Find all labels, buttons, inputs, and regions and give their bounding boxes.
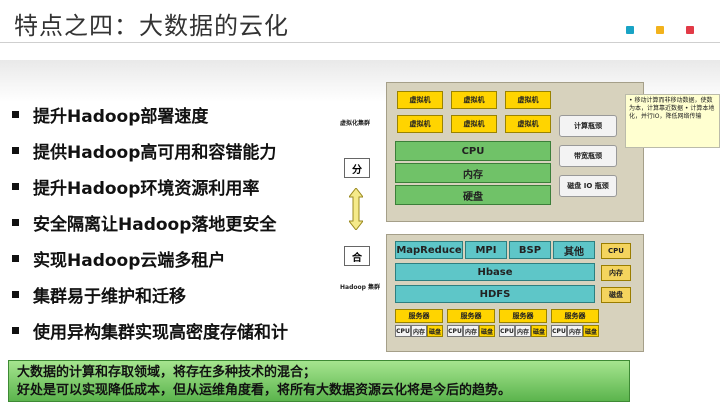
disk-layer: 硬盘: [395, 185, 551, 205]
bullet-item: 提升Hadoop环境资源利用率: [12, 168, 342, 204]
hadoop-cluster-label: Hadoop 集群: [340, 284, 380, 291]
vm-box: 虚拟机: [451, 115, 497, 133]
bullet-text: 安全隔离让Hadoop落地更安全: [33, 214, 277, 235]
server-disk: 磁盘: [479, 325, 495, 337]
server-disk: 磁盘: [531, 325, 547, 337]
bullet-item: 集群易于维护和迁移: [12, 276, 342, 312]
resource-memory-tag: 内存: [601, 265, 631, 281]
summary-line-1: 大数据的计算和存取领域，将存在多种技术的混合；: [17, 365, 317, 380]
bullet-text: 提升Hadoop环境资源利用率: [33, 178, 260, 199]
vm-box: 虚拟机: [451, 91, 497, 109]
server-memory: 内存: [567, 325, 583, 337]
virt-cluster-box: 虚拟机 虚拟机 虚拟机 虚拟机 虚拟机 虚拟机 CPU 内存 硬盘 计算瓶颈 带…: [386, 82, 644, 222]
vm-box: 虚拟机: [397, 91, 443, 109]
server-disk: 磁盘: [427, 325, 443, 337]
bullet-text: 集群易于维护和迁移: [33, 286, 186, 307]
hadoop-cluster-box: MapReduce MPI BSP 其他 Hbase HDFS CPU 内存 磁…: [386, 234, 644, 352]
virt-cluster-label: 虚拟化集群: [340, 120, 371, 127]
resource-cpu-tag: CPU: [601, 243, 631, 259]
bullet-item: 提升Hadoop部署速度: [12, 96, 342, 132]
bullet-item: 使用异构集群实现高密度存储和计: [12, 312, 342, 348]
server-cpu: CPU: [499, 325, 515, 337]
framework-bsp: BSP: [509, 241, 551, 259]
decor-dot-red: [686, 26, 694, 34]
bullet-item: 实现Hadoop云端多租户: [12, 240, 342, 276]
resource-disk-tag: 磁盘: [601, 287, 631, 303]
slide-title: 特点之四：大数据的云化: [14, 12, 289, 40]
server-memory: 内存: [411, 325, 427, 337]
vm-box: 虚拟机: [505, 115, 551, 133]
note-box: • 移动计算而非移动数据，使数为本，计算靠近数据 • 计算本地化，并行IO，降低…: [625, 94, 720, 148]
merge-label: 合: [344, 246, 370, 266]
cpu-layer: CPU: [395, 141, 551, 161]
server-cpu: CPU: [447, 325, 463, 337]
bullet-text: 实现Hadoop云端多租户: [33, 250, 226, 271]
bullet-marker-icon: [12, 254, 19, 262]
bullet-marker-icon: [12, 326, 19, 334]
split-label: 分: [344, 158, 370, 178]
memory-layer: 内存: [395, 163, 551, 183]
bullet-marker-icon: [12, 110, 19, 118]
vm-box: 虚拟机: [505, 91, 551, 109]
decor-dots: [626, 26, 694, 34]
bullet-text: 提升Hadoop部署速度: [33, 106, 209, 127]
server-cpu: CPU: [551, 325, 567, 337]
framework-other: 其他: [553, 241, 595, 259]
title-divider: [0, 42, 720, 43]
server-box: 服务器: [395, 309, 443, 323]
summary-box: 大数据的计算和存取领域，将存在多种技术的混合； 好处是可以实现降低成本，但从运维…: [8, 360, 630, 402]
bullet-marker-icon: [12, 290, 19, 298]
framework-mapreduce: MapReduce: [395, 241, 463, 259]
compute-bottleneck-box: 计算瓶颈: [559, 115, 617, 137]
server-memory: 内存: [463, 325, 479, 337]
bullet-marker-icon: [12, 146, 19, 154]
decor-dot-blue: [626, 26, 634, 34]
double-arrow-icon: [349, 188, 363, 230]
bullet-item: 提供Hadoop高可用和容错能力: [12, 132, 342, 168]
bullet-marker-icon: [12, 218, 19, 226]
server-disk: 磁盘: [583, 325, 599, 337]
bullet-list: 提升Hadoop部署速度 提供Hadoop高可用和容错能力 提升Hadoop环境…: [12, 96, 342, 348]
memory-bottleneck-box: 带宽瓶颈: [559, 145, 617, 167]
hbase-layer: Hbase: [395, 263, 595, 281]
io-bottleneck-box: 磁盘 IO 瓶颈: [559, 175, 617, 197]
framework-mpi: MPI: [465, 241, 507, 259]
bullet-text: 使用异构集群实现高密度存储和计: [33, 322, 288, 343]
architecture-diagram: 虚拟化集群 虚拟机 虚拟机 虚拟机 虚拟机 虚拟机 虚拟机 CPU 内存 硬盘 …: [332, 78, 720, 352]
server-box: 服务器: [551, 309, 599, 323]
server-memory: 内存: [515, 325, 531, 337]
decor-dot-yellow: [656, 26, 664, 34]
server-cpu: CPU: [395, 325, 411, 337]
server-box: 服务器: [499, 309, 547, 323]
server-box: 服务器: [447, 309, 495, 323]
bullet-item: 安全隔离让Hadoop落地更安全: [12, 204, 342, 240]
summary-line-2: 好处是可以实现降低成本，但从运维角度看，将所有大数据资源云化将是今后的趋势。: [17, 383, 512, 398]
hdfs-layer: HDFS: [395, 285, 595, 303]
bullet-marker-icon: [12, 182, 19, 190]
bullet-text: 提供Hadoop高可用和容错能力: [33, 142, 277, 163]
vm-box: 虚拟机: [397, 115, 443, 133]
